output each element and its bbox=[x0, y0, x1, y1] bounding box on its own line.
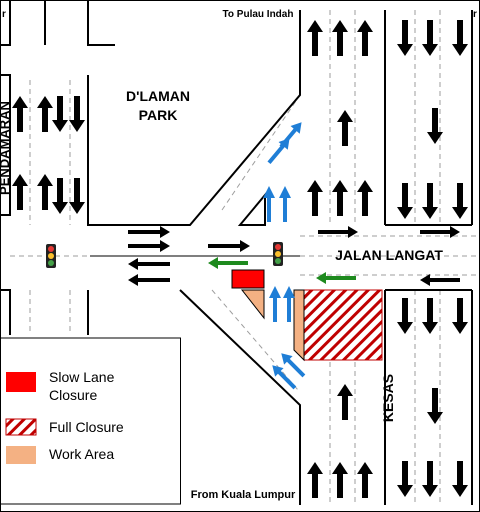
traffic-light-east bbox=[273, 242, 283, 266]
arrow-down bbox=[422, 461, 438, 497]
label-jalan-langat: JALAN LANGAT bbox=[335, 247, 443, 263]
arrow-diagonal-blue bbox=[279, 122, 302, 149]
legend-swatch-slow-lane-closure bbox=[6, 372, 36, 392]
contra-flow-arrows bbox=[208, 257, 356, 284]
arrow-down bbox=[422, 20, 438, 56]
arrow-up bbox=[357, 20, 373, 56]
arrow-down bbox=[452, 461, 468, 497]
arrow-up bbox=[307, 462, 323, 498]
arrow-down bbox=[52, 178, 68, 214]
label-from-kuala-lumpur: From Kuala Lumpur bbox=[191, 489, 296, 501]
arrow-left bbox=[128, 258, 170, 270]
arrow-down bbox=[422, 298, 438, 334]
arrow-up bbox=[12, 96, 28, 132]
traffic-light-west bbox=[46, 244, 56, 268]
arrow-up bbox=[307, 180, 323, 216]
full-closure-area bbox=[303, 289, 383, 361]
legend-swatch-full-closure bbox=[5, 418, 37, 436]
arrow-up bbox=[37, 96, 53, 132]
arrow-down bbox=[397, 461, 413, 497]
arrow-right bbox=[318, 226, 358, 238]
arrow-left-green bbox=[208, 257, 248, 269]
label-pendamaran: PENDAMARAN bbox=[0, 101, 12, 195]
arrow-up-blue bbox=[263, 186, 275, 222]
arrow-up bbox=[307, 20, 323, 56]
arrow-up-blue bbox=[279, 186, 291, 222]
traffic-arrows bbox=[12, 20, 468, 498]
arrow-down bbox=[422, 183, 438, 219]
label-corner-top-right: r bbox=[473, 9, 477, 20]
traffic-island bbox=[237, 192, 266, 226]
work-area-west bbox=[240, 289, 265, 320]
arrow-diagonal-blue bbox=[272, 365, 297, 390]
arrow-down bbox=[452, 298, 468, 334]
arrow-diagonal-blue bbox=[281, 353, 306, 378]
arrow-left bbox=[420, 274, 460, 286]
slow-lane-closure bbox=[231, 269, 265, 289]
arrow-up bbox=[37, 174, 53, 210]
label-to-pulau-indah: To Pulau Indah bbox=[223, 9, 294, 20]
legend-label-full-closure: Full Closure bbox=[49, 419, 124, 435]
arrow-down bbox=[427, 388, 443, 424]
label-park-line2: PARK bbox=[139, 107, 178, 123]
arrow-right bbox=[128, 226, 170, 238]
arrow-up bbox=[357, 462, 373, 498]
label-kesas: KESAS bbox=[380, 374, 396, 422]
arrow-left bbox=[128, 274, 170, 286]
arrow-down bbox=[52, 96, 68, 132]
arrow-down bbox=[69, 178, 85, 214]
legend-label-slow-lane-line1: Slow Lane bbox=[49, 369, 115, 385]
arrow-up bbox=[337, 110, 353, 146]
legend: Slow Lane Closure Full Closure Work Area bbox=[0, 337, 181, 505]
work-area-east bbox=[293, 289, 305, 362]
arrow-up bbox=[357, 180, 373, 216]
arrow-up bbox=[337, 384, 353, 420]
arrow-up-blue bbox=[283, 286, 295, 322]
arrow-up bbox=[332, 180, 348, 216]
arrow-down bbox=[397, 183, 413, 219]
arrow-up-blue bbox=[269, 286, 281, 322]
arrow-down bbox=[452, 20, 468, 56]
arrow-up bbox=[332, 20, 348, 56]
arrow-down bbox=[69, 96, 85, 132]
arrow-down bbox=[397, 20, 413, 56]
arrow-down bbox=[427, 108, 443, 144]
diverted-traffic-arrows bbox=[263, 122, 306, 390]
label-corner-top-left: r bbox=[2, 9, 6, 20]
legend-label-work-area: Work Area bbox=[49, 446, 114, 462]
arrow-right bbox=[128, 240, 170, 252]
arrow-up bbox=[332, 462, 348, 498]
arrow-down bbox=[452, 183, 468, 219]
arrow-down bbox=[397, 298, 413, 334]
arrow-right bbox=[208, 240, 250, 252]
arrow-right bbox=[420, 226, 460, 238]
label-park-line1: D'LAMAN bbox=[126, 88, 190, 104]
road-edges bbox=[0, 0, 473, 505]
arrow-up bbox=[12, 174, 28, 210]
legend-label-slow-lane-line2: Closure bbox=[49, 387, 97, 403]
legend-swatch-work-area bbox=[6, 446, 36, 464]
arrow-left-green bbox=[316, 272, 356, 284]
